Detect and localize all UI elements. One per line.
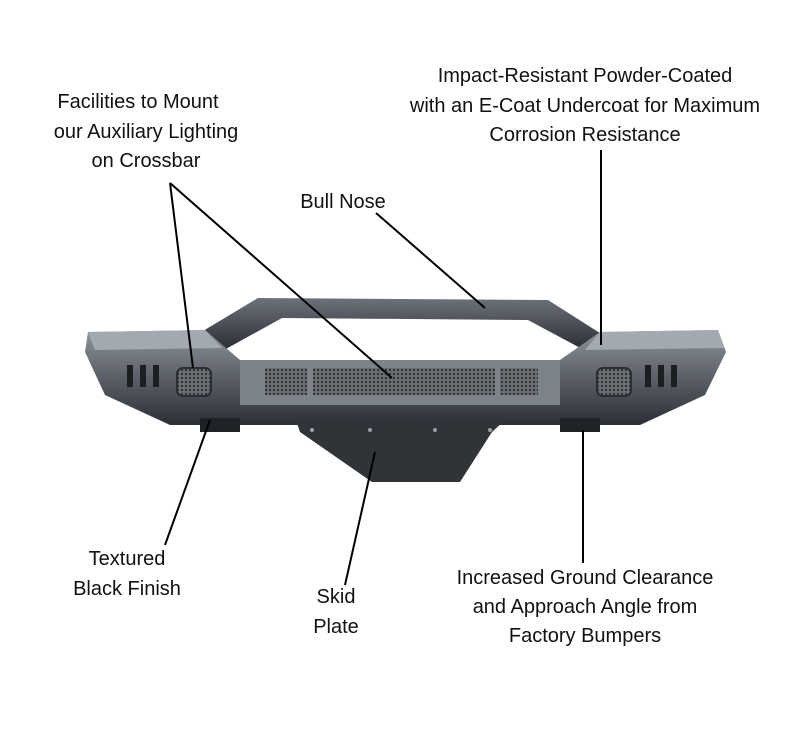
- mesh-panel-left: [265, 368, 307, 395]
- leader-lighting-left: [169, 182, 194, 369]
- label-line: Textured: [89, 548, 166, 570]
- leader-bull-nose: [375, 212, 486, 309]
- label-lighting: Facilities to Mount our Auxiliary Lighti…: [54, 91, 239, 172]
- leader-skid: [344, 451, 376, 586]
- label-clearance: Increased Ground Clearance and Approach …: [457, 567, 714, 647]
- label-line: Facilities to Mount: [57, 91, 219, 113]
- bull-nose-hoop: [188, 298, 614, 350]
- label-line: Corrosion Resistance: [489, 124, 680, 146]
- skid-plate-bolts: [310, 428, 492, 432]
- label-line: Bull Nose: [300, 191, 386, 213]
- mesh-panel-center: [313, 368, 495, 395]
- bumper-illustration: [85, 298, 726, 482]
- right-slots: [645, 365, 677, 387]
- leader-finish: [164, 419, 211, 546]
- right-mount: [560, 418, 600, 432]
- leader-lines: [164, 150, 602, 586]
- label-line: on Crossbar: [92, 150, 201, 172]
- left-slots: [127, 365, 159, 387]
- light-pod-right: [596, 367, 632, 397]
- label-line: Factory Bumpers: [509, 625, 661, 647]
- skid-plate: [296, 420, 505, 482]
- label-line: Skid: [317, 586, 356, 608]
- label-skid: Skid Plate: [313, 586, 359, 638]
- right-wing-top: [585, 330, 724, 350]
- light-pod-left: [176, 367, 212, 397]
- label-line: Black Finish: [73, 578, 181, 600]
- label-coating: Impact-Resistant Powder-Coated with an E…: [409, 65, 760, 146]
- label-bull-nose: Bull Nose: [300, 191, 386, 213]
- label-line: Plate: [313, 616, 359, 638]
- label-line: Increased Ground Clearance: [457, 567, 714, 589]
- leader-lighting-center: [169, 182, 393, 379]
- label-line: and Approach Angle from: [473, 596, 698, 618]
- mesh-panel-right: [500, 368, 538, 395]
- label-line: Impact-Resistant Powder-Coated: [438, 65, 733, 87]
- label-line: with an E-Coat Undercoat for Maximum: [409, 95, 760, 117]
- label-finish: Textured Black Finish: [73, 548, 181, 600]
- left-wing-top: [88, 330, 222, 350]
- label-line: our Auxiliary Lighting: [54, 121, 239, 143]
